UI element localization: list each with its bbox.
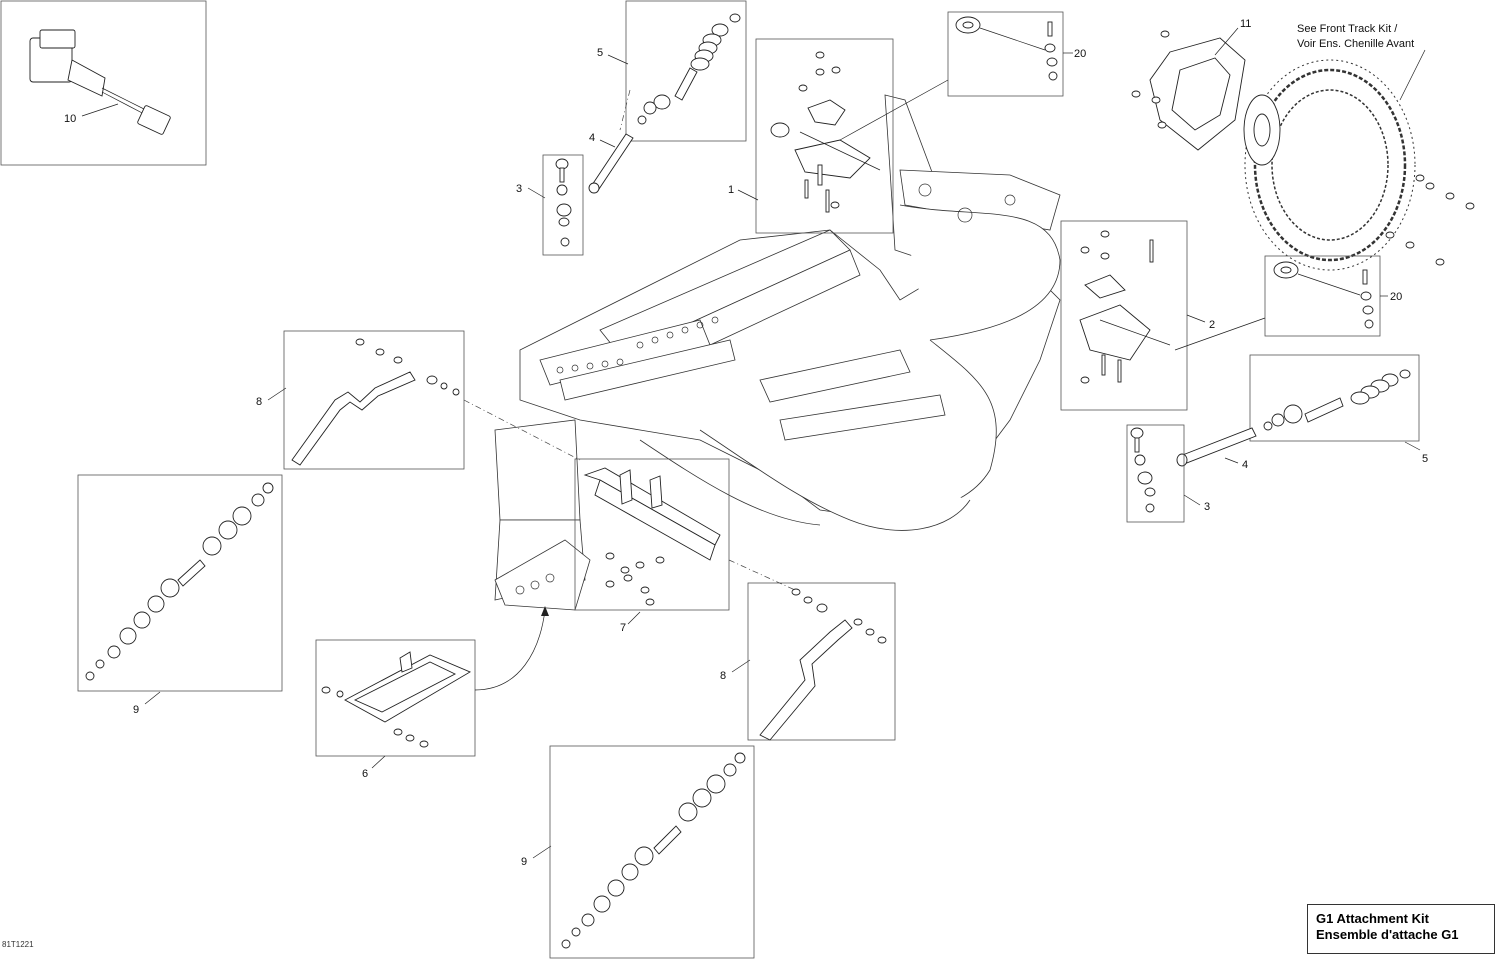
front-track-note-fr: Voir Ens. Chenille Avant [1297, 38, 1414, 50]
callout-20-top: 20 [1074, 48, 1086, 60]
part-3-fastener-stack-right [1126, 424, 1185, 523]
alignment-lines [463, 79, 1266, 691]
part-9-bushing-stack-left [77, 474, 283, 692]
title-french: Ensemble d'attache G1 [1316, 927, 1459, 942]
part-20-cable-right [1264, 255, 1381, 337]
part-3-fastener-stack-top [542, 154, 584, 256]
part-11-mounting-plate [1131, 30, 1246, 151]
callout-20-right: 20 [1390, 291, 1402, 303]
part-7-center-bracket [574, 458, 730, 611]
title-block: G1 Attachment Kit Ensemble d'attache G1 [1307, 904, 1495, 954]
callout-8-lower: 8 [720, 670, 726, 682]
callout-2: 2 [1209, 319, 1215, 331]
callout-11: 11 [1240, 18, 1251, 30]
part-5-spring-assembly-top [625, 0, 747, 142]
callout-4-top: 4 [589, 132, 595, 144]
part-20-cable-top [947, 11, 1064, 97]
front-track-note-en: See Front Track Kit / [1297, 23, 1398, 35]
callout-8-upper: 8 [256, 396, 262, 408]
callout-7: 7 [620, 622, 626, 634]
drawing-reference-code: 81T1221 [2, 940, 34, 949]
part-8-arm-upper-left [283, 330, 465, 470]
part-4-rod-right [1176, 427, 1257, 467]
callout-1: 1 [728, 184, 734, 196]
callout-9-left: 9 [133, 704, 139, 716]
callout-6: 6 [362, 768, 368, 780]
callout-4-right: 4 [1242, 459, 1248, 471]
callout-3-top: 3 [516, 183, 522, 195]
part-10-connector [0, 0, 207, 166]
callout-9-lower: 9 [521, 856, 527, 868]
part-2-bracket-plate [1060, 220, 1188, 411]
callout-5-top: 5 [597, 47, 603, 59]
part-9-bushing-stack-lower [549, 745, 755, 959]
chassis-frame [494, 94, 1061, 611]
callout-3-right: 3 [1204, 501, 1210, 513]
part-4-rod-top [588, 133, 634, 194]
callout-10: 10 [64, 113, 76, 125]
callout-5-right: 5 [1422, 453, 1428, 465]
part-8-arm-lower-right [747, 582, 896, 741]
callout-labels: 1 2 3 3 4 4 5 5 6 7 8 8 9 9 10 11 20 20 [64, 18, 1428, 868]
title-english: G1 Attachment Kit [1316, 911, 1429, 926]
callout-leaders [144, 27, 1426, 859]
part-5-spring-assembly-right [1249, 354, 1420, 442]
front-track-wheel [1243, 59, 1475, 271]
part-6-lower-plate [315, 639, 476, 757]
part-1-bracket-plate [755, 38, 894, 234]
